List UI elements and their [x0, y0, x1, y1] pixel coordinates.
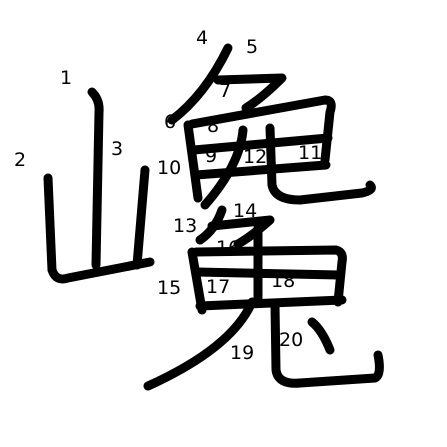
stroke-number-15: 15	[157, 277, 181, 299]
stroke-15	[191, 245, 347, 307]
stroke-20	[270, 300, 384, 388]
stroke-6	[183, 120, 203, 203]
stroke-11	[265, 123, 376, 205]
stroke-number-17: 17	[206, 276, 230, 298]
stroke-14	[187, 247, 207, 315]
stroke-16	[192, 267, 344, 280]
stroke-7	[187, 95, 336, 165]
stroke-number-16: 16	[216, 237, 240, 259]
stroke-number-6: 6	[164, 111, 176, 133]
stroke-number-11: 11	[298, 142, 322, 164]
stroke-number-20: 20	[279, 329, 303, 351]
stroke-2	[43, 173, 155, 284]
stroke-19	[143, 297, 257, 391]
stroke-number-19: 19	[230, 342, 254, 364]
stroke-number-1: 1	[60, 67, 72, 89]
stroke-number-10: 10	[157, 157, 181, 179]
stroke-number-8: 8	[207, 115, 219, 137]
stroke-number-4: 4	[196, 27, 208, 49]
stroke-3	[132, 165, 150, 270]
stroke-1	[87, 87, 104, 270]
stroke-5	[213, 73, 287, 113]
stroke-8	[189, 133, 333, 155]
stroke-10	[200, 125, 248, 210]
stroke-number-14: 14	[233, 200, 257, 222]
stroke-number-13: 13	[173, 215, 197, 237]
stroke-number-5: 5	[246, 36, 258, 58]
stroke-number-18: 18	[271, 270, 295, 292]
stroke-number-2: 2	[14, 149, 26, 171]
stroke-number-9: 9	[205, 145, 217, 167]
stroke-4	[167, 43, 233, 125]
stroke-21	[307, 317, 335, 355]
stroke-9	[191, 160, 331, 180]
stroke-number-3: 3	[111, 138, 123, 160]
stroke-number-12: 12	[243, 146, 267, 168]
stroke-number-7: 7	[219, 80, 231, 102]
